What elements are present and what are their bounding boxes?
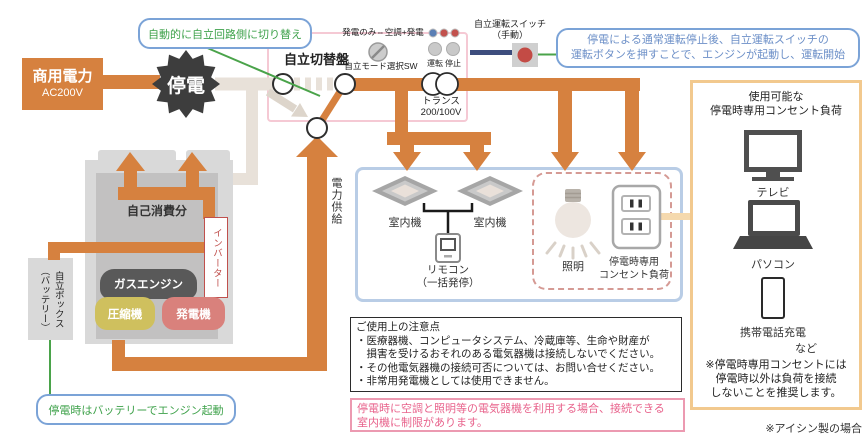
battery-box-text: 自立ボックス （バッテリー）: [38, 265, 64, 333]
right-panel-note-line1: ※停電時専用コンセントには: [705, 359, 847, 371]
restriction-note-line1: 停電時に空調と照明等の電気器機を利用する場合、接続できる: [357, 403, 665, 415]
right-panel-note: ※停電時専用コンセントには 停電時以外は負荷を接続 しないことを推奨します。: [694, 358, 858, 400]
callout-battery-start: 停電時はバッテリーでエンジン起動: [36, 394, 236, 425]
etc-label: など: [795, 343, 817, 355]
indoor-unit2-label: 室内機: [473, 217, 507, 229]
gas-engine-block: ガスエンジン: [100, 269, 197, 299]
outlet-icon: [611, 184, 662, 250]
restriction-note-content: 停電時に空調と照明等の電気器機を利用する場合、接続できる 室内機に制限があります…: [357, 402, 681, 430]
manual-switch-button: [512, 43, 538, 67]
phone-icon: [761, 277, 785, 319]
lightbulb-icon: [545, 189, 601, 260]
switch-panel-title: 自立切替盤: [284, 52, 350, 67]
usage-notes-line: ・医療器機、コンピュータシステム、冷蔵庫等、生命や財産が: [356, 334, 650, 347]
commercial-power-voltage: AC200V: [42, 87, 83, 99]
transformer-label-line1: トランス: [422, 96, 460, 107]
manual-switch-label: 自立運転スイッチ （手動）: [472, 19, 548, 41]
callout-engine-start: 停電による通常運転停止後、自立運転スイッチの 運転ボタンを押すことで、エンジンが…: [556, 28, 860, 68]
inverter-label: インバーター: [211, 227, 222, 288]
commercial-power-line: [100, 75, 160, 89]
transformer-label-line2: 200/100V: [420, 107, 462, 118]
aisin-note: ※アイシン製の場合: [765, 423, 862, 435]
tv-label: テレビ: [756, 187, 790, 199]
outlet-connector: [658, 213, 690, 220]
callout-auto-switch: 自動的に自立回路側に切り替え: [138, 18, 312, 49]
inverter-box: インバーター: [204, 217, 228, 298]
remote-icon: [435, 233, 461, 263]
generator-block: 発電機: [162, 297, 225, 330]
mode-selector-sw-label: 自立モード選択SW: [344, 61, 418, 71]
callout-engine-start-line2: 運転ボタンを押すことで、エンジンが起動し、運転開始: [570, 49, 846, 61]
restriction-note-box: [350, 398, 685, 432]
transformer-icon: [421, 72, 459, 96]
phone-label: 携帯電話充電: [740, 327, 806, 339]
indoor-unit-icon: [372, 176, 438, 206]
battery-box: [28, 258, 73, 340]
mode-selector-label: 発電のみ⇔空調+発電: [342, 27, 424, 37]
commercial-power-box: 商用電力 AC200V: [22, 58, 103, 110]
outage-burst-label: 停電: [166, 75, 205, 97]
compressor-block: 圧縮機: [95, 297, 155, 330]
usage-notes-line: ・非常用発電機としては使用できません。: [356, 375, 555, 388]
right-panel-note-line2: 停電時以外は負荷を接続: [715, 373, 837, 385]
restriction-note-line2: 室内機に制限があります。: [357, 417, 488, 429]
usage-notes-content: ご使用上の注意点 ・医療器機、コンピュータシステム、冷蔵庫等、生命や財産が 損害…: [356, 321, 678, 389]
right-panel-note-line3: しないことを推奨します。: [710, 387, 842, 399]
generated-power-flow: [48, 78, 646, 371]
remote-label-line2: （一括発停）: [416, 277, 480, 289]
indoor-unit-icon: [457, 176, 523, 206]
battery-box-label: 自立ボックス （バッテリー）: [28, 258, 73, 340]
stop-button-label: 停止: [445, 59, 461, 68]
switch-motion-arrow: [265, 88, 308, 117]
usage-notes-line: ・その他電気器機の接続可否については、お問い合せください。: [356, 361, 660, 374]
run-stop-buttons: [428, 42, 460, 56]
outlet-label-line1: 停電時専用: [609, 257, 659, 268]
remote-label-line1: リモコン: [427, 264, 469, 276]
commercial-power-name: 商用電力: [32, 68, 93, 85]
outlet-label-line2: コンセント負荷: [599, 270, 669, 281]
remote-wiring: [422, 203, 474, 234]
mode-knob-icon: [368, 42, 388, 62]
right-panel-title: 使用可能な 停電時専用コンセント負荷: [694, 90, 858, 118]
usage-notes-line: 損害を受けるおそれのある電気器機は接続しないでください。: [356, 348, 661, 361]
tv-icon: [744, 130, 802, 181]
manual-switch-label-line2: （手動）: [491, 30, 528, 40]
run-button-label: 運転: [427, 59, 443, 68]
remote-label: リモコン （一括発停）: [408, 264, 488, 290]
power-supply-label: 電力供給: [330, 177, 342, 225]
transformer-label: トランス 200/100V: [415, 96, 467, 118]
right-panel-title-line1: 使用可能な: [748, 91, 804, 103]
usage-notes-title: ご使用上の注意点: [356, 321, 440, 333]
dead-commercial-line: [215, 77, 334, 185]
outlet-label: 停電時専用 コンセント負荷: [592, 256, 676, 282]
switch-blade: [316, 85, 346, 127]
laptop-icon: [733, 200, 813, 249]
self-consumption-label: 自己消費分: [126, 204, 187, 218]
usage-notes-box: [350, 317, 682, 392]
indoor-unit1-label: 室内機: [388, 217, 422, 229]
right-panel-title-line2: 停電時専用コンセント負荷: [710, 105, 842, 117]
callout-engine-start-line1: 停電による通常運転停止後、自立運転スイッチの: [587, 34, 829, 46]
outage-burst-icon: [152, 50, 220, 118]
pc-label: パソコン: [751, 259, 795, 271]
led-indicators: [428, 28, 460, 38]
manual-switch-label-line1: 自立運転スイッチ: [473, 19, 546, 29]
lighting-label: 照明: [562, 261, 584, 273]
navy-connector: [470, 50, 512, 55]
green-connectors: [49, 46, 557, 396]
